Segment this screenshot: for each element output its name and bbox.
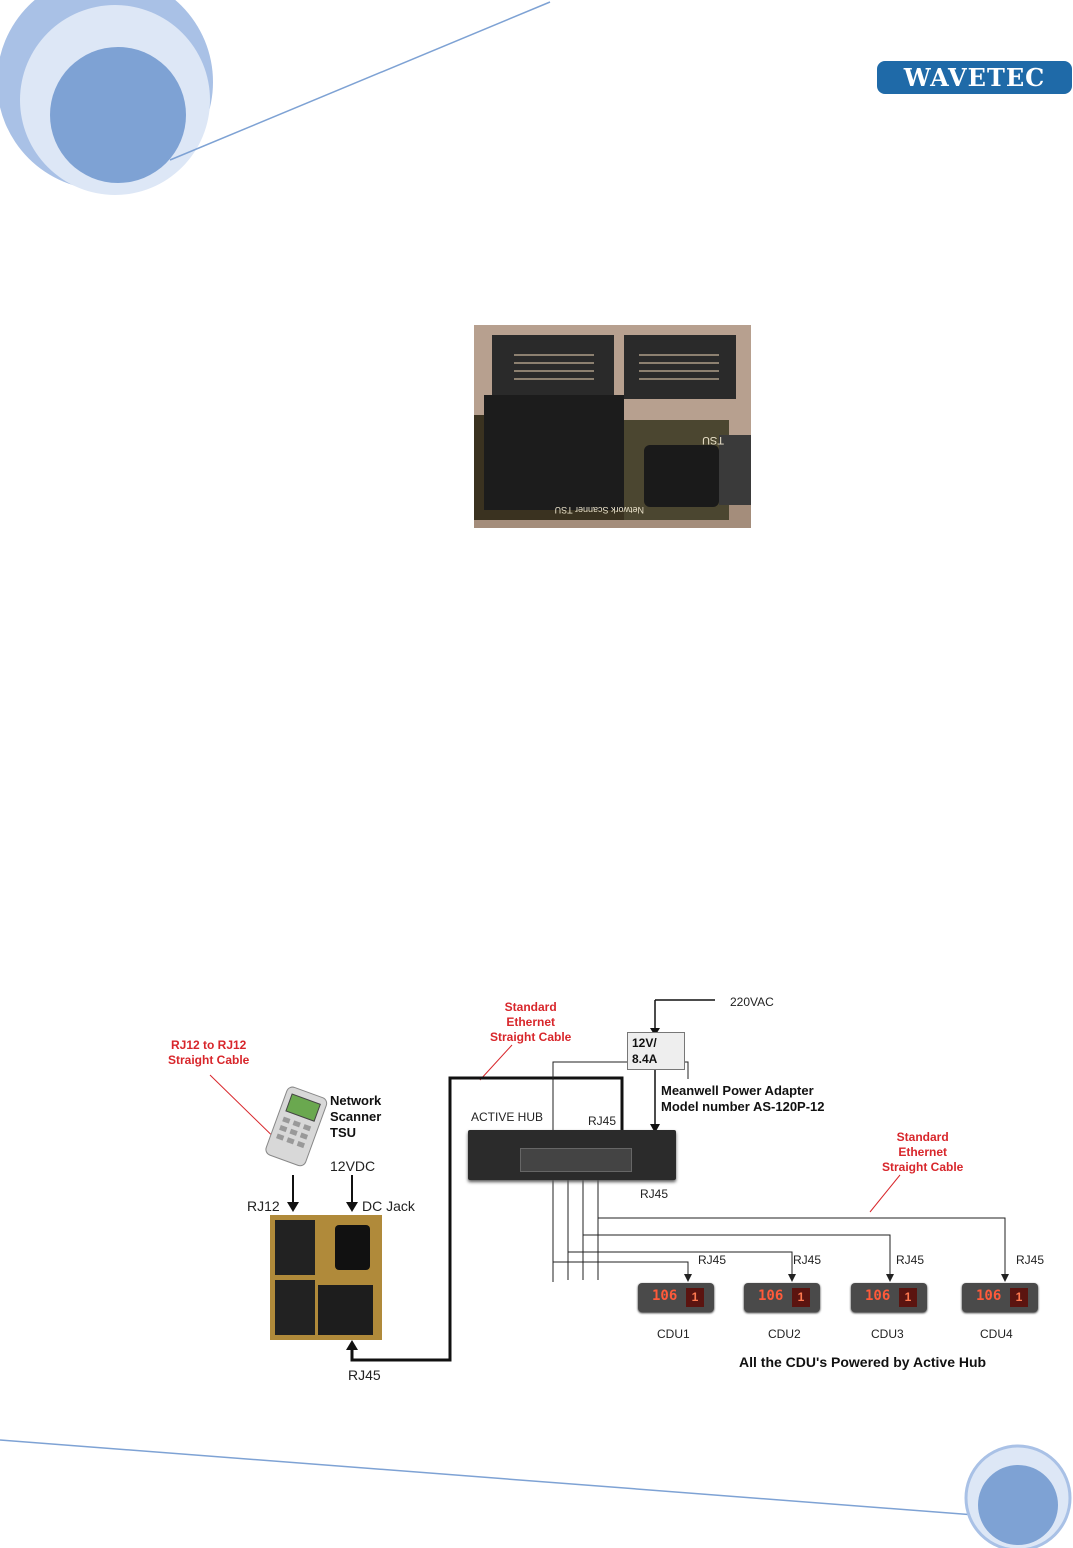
v12dc-label: 12VDC <box>330 1158 376 1174</box>
cdu-display: 106 1 <box>638 1283 714 1312</box>
ethernet-cable-label-right: Standard Ethernet Straight Cable <box>882 1130 964 1174</box>
vac-label: 220VAC <box>730 995 774 1009</box>
cdu1-label: CDU1 <box>657 1327 690 1341</box>
cdu-counter: 1 <box>686 1288 704 1307</box>
cdu-display: 106 1 <box>851 1283 927 1312</box>
cdu2-label: CDU2 <box>768 1327 801 1341</box>
board-label-tsu: TSU <box>702 434 724 446</box>
rj45-scanner-label: RJ45 <box>348 1367 381 1383</box>
scanner-label: Network Scanner TSU <box>330 1093 382 1140</box>
cdu-number: 106 <box>976 1288 1002 1304</box>
hub-rj45-bottom-label: RJ45 <box>640 1187 669 1201</box>
dc-jack-label: DC Jack <box>362 1198 415 1214</box>
wavetec-logo: WAVETEC <box>877 61 1072 94</box>
active-hub-label: ACTIVE HUB <box>471 1110 544 1124</box>
cdu-counter: 1 <box>1010 1288 1028 1307</box>
cdu1-rj45-label: RJ45 <box>698 1253 727 1267</box>
connection-diagram: 12V/ 8.4A RJ12 to RJ12 Straight Cable St… <box>160 990 1060 1390</box>
cdu-display: 106 1 <box>962 1283 1038 1312</box>
hub-rj45-top-label: RJ45 <box>588 1114 617 1128</box>
cdu-counter: 1 <box>792 1288 810 1307</box>
board-silkscreen: Network Scanner TSU <box>555 505 644 515</box>
adapter-label: Meanwell Power Adapter Model number AS-1… <box>661 1083 825 1114</box>
ethernet-cable-label-top: Standard Ethernet Straight Cable <box>490 1000 572 1044</box>
psu-label: 12V/ 8.4A <box>632 1036 658 1066</box>
handheld-scanner-icon <box>265 1086 328 1167</box>
power-supply-box: 12V/ 8.4A <box>627 1032 685 1070</box>
cdu2-rj45-label: RJ45 <box>793 1253 822 1267</box>
cdu4-rj45-label: RJ45 <box>1016 1253 1045 1267</box>
cdu-display: 106 1 <box>744 1283 820 1312</box>
hub-ports <box>520 1148 632 1172</box>
cdu3-rj45-label: RJ45 <box>896 1253 925 1267</box>
cdu-counter: 1 <box>899 1288 917 1307</box>
cdu-power-note: All the CDU's Powered by Active Hub <box>739 1354 987 1370</box>
cdu-number: 106 <box>652 1288 678 1304</box>
cdu3-label: CDU3 <box>871 1327 904 1341</box>
footer-decoration <box>0 1439 1072 1548</box>
cdu4-label: CDU4 <box>980 1327 1013 1341</box>
cdu-number: 106 <box>865 1288 891 1304</box>
scanner-board-photo <box>270 1215 382 1340</box>
rj12-label: RJ12 <box>247 1198 280 1214</box>
header-decoration <box>0 0 551 195</box>
cdu-number: 106 <box>758 1288 784 1304</box>
rj12-cable-label: RJ12 to RJ12 Straight Cable <box>168 1038 250 1067</box>
active-hub <box>468 1130 676 1180</box>
network-scanner-photo: TSU Network Scanner TSU <box>474 325 751 528</box>
